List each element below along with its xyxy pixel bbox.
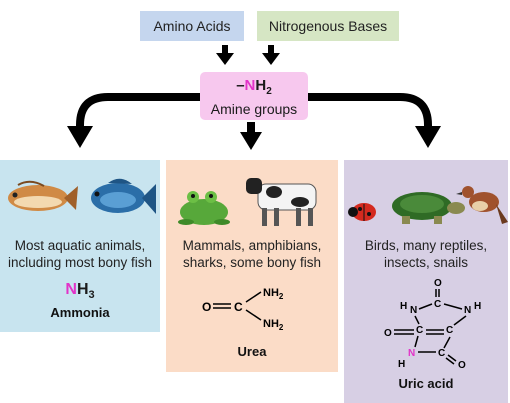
amine-groups-box: –NH2 Amine groups	[200, 72, 308, 120]
uric-c-left: C	[416, 325, 423, 336]
uric-h-2: H	[474, 301, 481, 312]
amine-h: H	[255, 77, 267, 94]
fish-icon	[8, 180, 78, 211]
arrows-layer	[67, 45, 441, 150]
turtle-icon	[392, 192, 465, 224]
uric-h-1: H	[400, 301, 407, 312]
amino-acids-label: Amino Acids	[153, 18, 231, 34]
curved-arrow-icon	[67, 93, 200, 148]
uric-o-left: O	[384, 328, 392, 339]
down-arrow-icon	[240, 122, 262, 150]
uric-c-bottom: C	[438, 348, 445, 359]
urea-nh-bottom: NH2	[263, 318, 284, 332]
ammonia-sub: 3	[88, 289, 95, 302]
ammonia-formula: NH3	[0, 281, 160, 301]
amine-label: Amine groups	[210, 101, 298, 117]
uric-h-3: H	[398, 359, 405, 368]
urea-panel: Mammals, amphibians, sharks, some bony f…	[166, 160, 338, 372]
cow-icon	[246, 178, 317, 226]
fish-icon	[91, 178, 156, 214]
uric-n-2: N	[464, 305, 471, 316]
ammonia-description: Most aquatic animals, including most bon…	[0, 237, 160, 271]
urea-name: Urea	[237, 344, 267, 359]
uric-desc-line2: insects, snails	[383, 255, 469, 270]
uric-desc-line1: Birds, many reptiles,	[364, 238, 488, 253]
ammonia-n: N	[65, 281, 77, 298]
urea-o: O	[202, 300, 211, 314]
uric-o-top: O	[434, 278, 442, 289]
ammonia-h: H	[76, 281, 89, 298]
amino-acids-box: Amino Acids	[140, 11, 244, 41]
uric-acid-panel: Birds, many reptiles, insects, snails O …	[344, 160, 508, 403]
uric-description: Birds, many reptiles, insects, snails	[344, 237, 508, 271]
uric-n-3: N	[408, 348, 415, 359]
fish-illustrations	[8, 178, 156, 214]
urea-description: Mammals, amphibians, sharks, some bony f…	[166, 237, 338, 271]
ammonia-panel: Most aquatic animals, including most bon…	[0, 160, 160, 332]
urea-animal-illustrations	[178, 178, 317, 226]
ammonia-desc-line1: Most aquatic animals,	[14, 238, 146, 253]
uric-c-top: C	[434, 299, 441, 310]
down-arrow-icon	[262, 45, 280, 65]
curved-arrow-icon	[308, 93, 441, 148]
urea-desc-line1: Mammals, amphibians,	[182, 238, 322, 253]
urea-desc-line2: sharks, some bony fish	[182, 255, 322, 270]
ladybug-icon	[348, 203, 376, 221]
down-arrow-icon	[216, 45, 234, 65]
amine-n: N	[244, 77, 256, 94]
ammonia-name: Ammonia	[50, 305, 110, 320]
urea-c: C	[234, 300, 243, 314]
urea-nh-top: NH2	[263, 287, 284, 301]
uric-c-right: C	[446, 325, 453, 336]
amine-dash: –	[236, 77, 245, 94]
bird-icon	[456, 186, 508, 224]
amine-formula: –NH2	[200, 78, 308, 100]
uric-animal-illustrations	[348, 186, 508, 224]
uric-n-1: N	[410, 305, 417, 316]
nitrogenous-bases-label: Nitrogenous Bases	[268, 18, 388, 34]
nitrogenous-bases-box: Nitrogenous Bases	[257, 11, 399, 41]
uric-name: Uric acid	[398, 376, 454, 391]
urea-structure: O C NH2 NH2	[202, 287, 284, 332]
ammonia-desc-line2: including most bony fish	[7, 255, 153, 270]
frog-icon	[178, 191, 230, 225]
uric-o-bottom: O	[458, 360, 466, 368]
amine-sub: 2	[266, 86, 272, 97]
uric-acid-structure: O C H N C C N H O N H C	[384, 278, 481, 368]
